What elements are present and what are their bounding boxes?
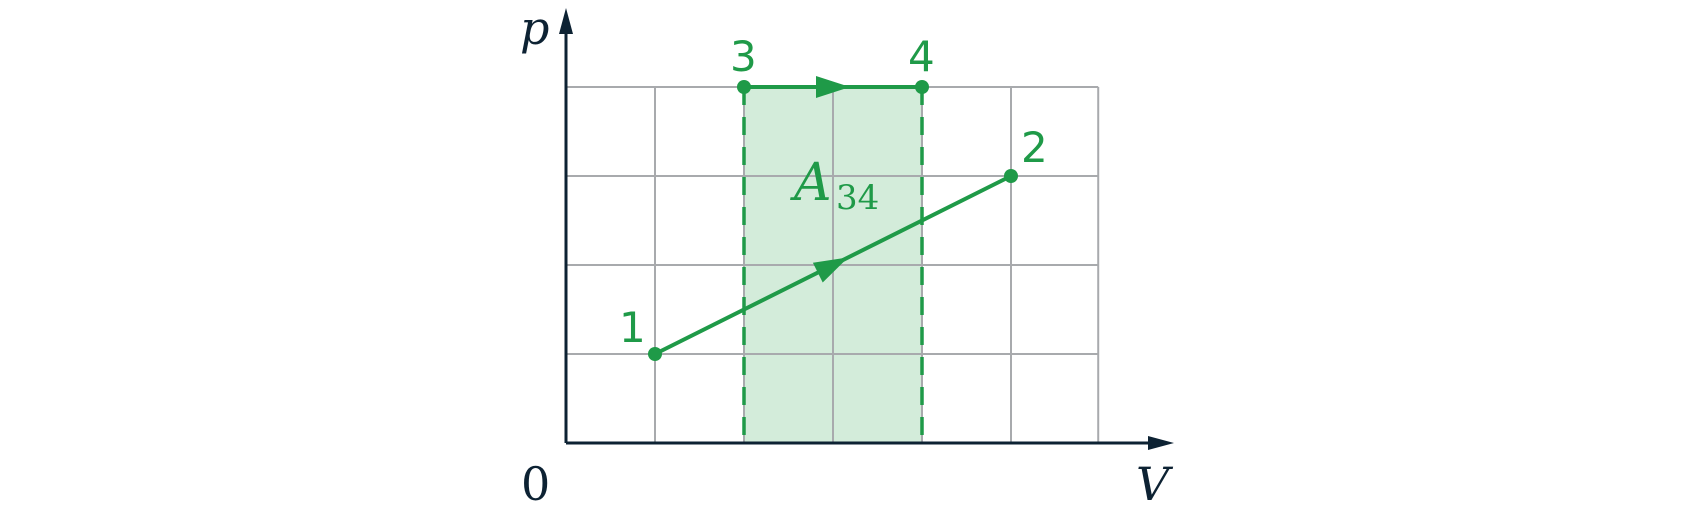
state-point-4 [915, 80, 929, 94]
x-axis-arrowhead [1148, 436, 1174, 450]
x-axis-label: V [1136, 457, 1174, 511]
point-label-2: 2 [1021, 123, 1048, 172]
point-label-4: 4 [908, 32, 935, 81]
y-axis-label: p [520, 1, 549, 55]
area-label-subscript: 34 [836, 178, 879, 218]
state-point-1 [648, 347, 662, 361]
point-label-1: 1 [619, 303, 646, 352]
state-point-3 [737, 80, 751, 94]
origin-label: 0 [521, 457, 550, 511]
area-label: A [790, 153, 832, 213]
point-label-3: 3 [730, 32, 757, 81]
y-axis-arrowhead [559, 8, 573, 34]
process-arrow-1-2 [812, 257, 849, 283]
state-point-2 [1004, 169, 1018, 183]
process-arrow-3-4 [816, 76, 850, 98]
